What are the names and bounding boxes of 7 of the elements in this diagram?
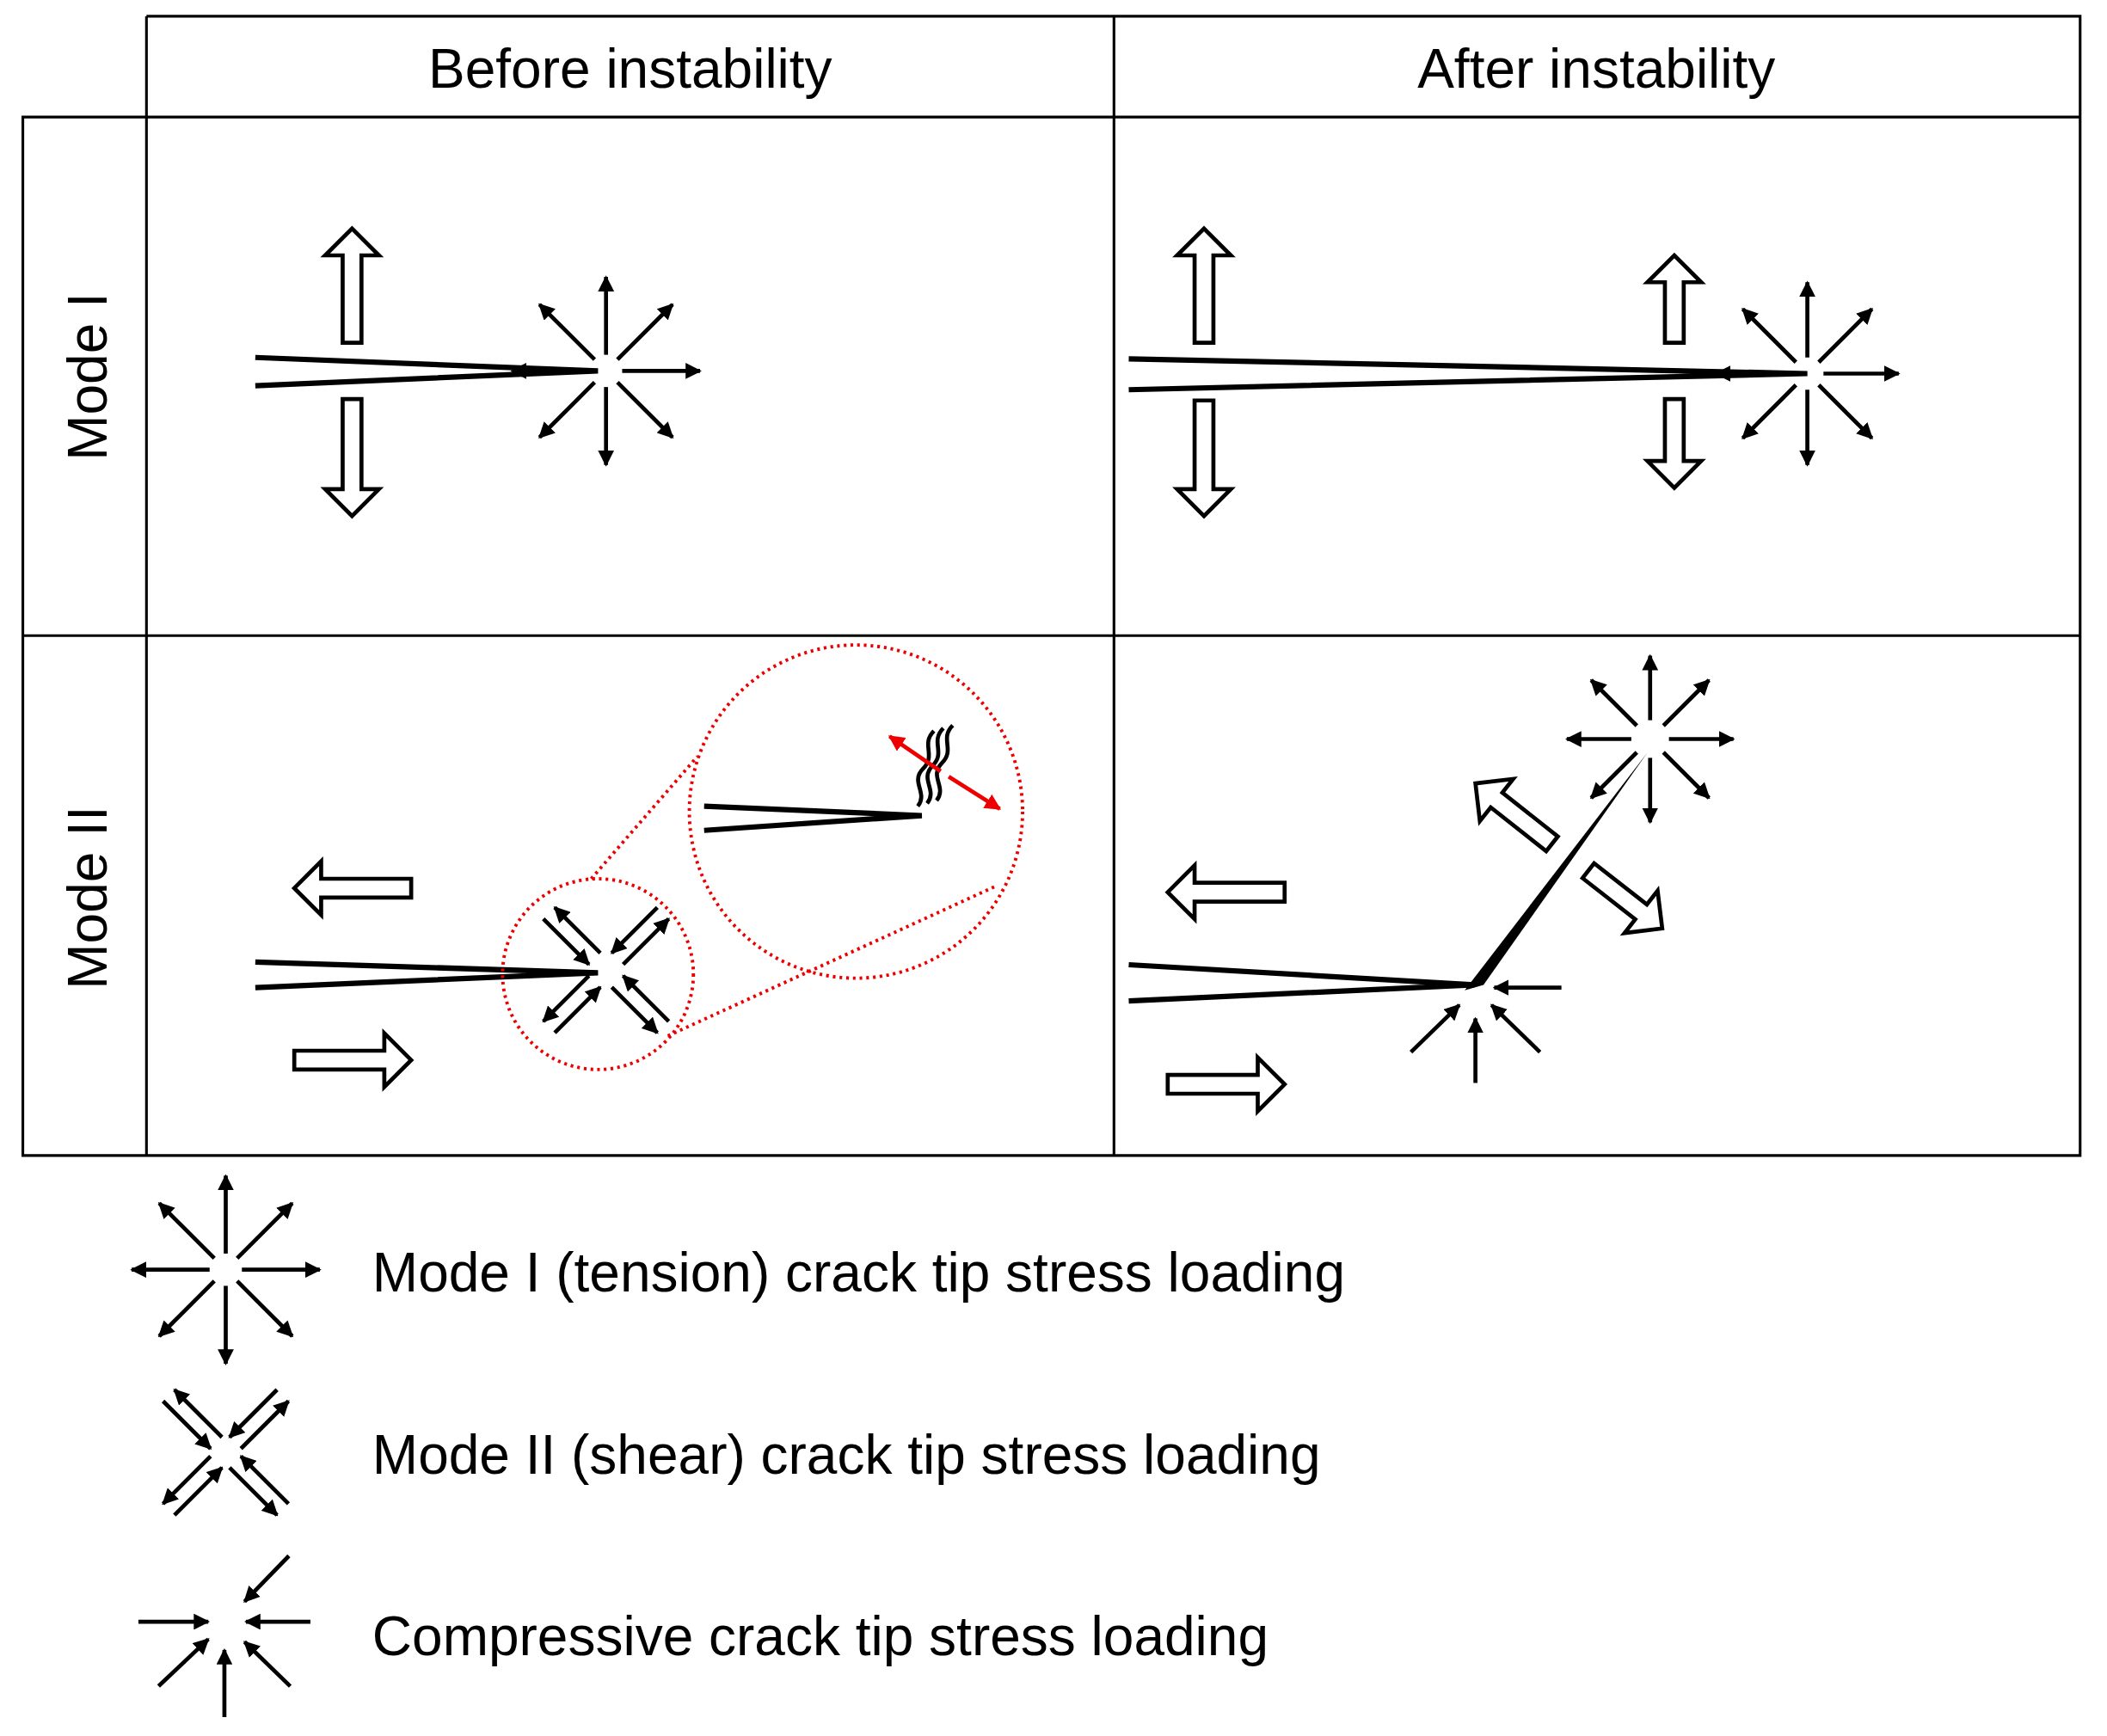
- legend-text: Compressive crack tip stress loading: [372, 1605, 1268, 1667]
- row-header: Mode I: [57, 291, 118, 461]
- row-header: Mode II: [57, 806, 118, 990]
- column-header: Before instability: [428, 38, 832, 99]
- legend-text: Mode II (shear) crack tip stress loading: [372, 1425, 1321, 1486]
- column-header: After instability: [1417, 38, 1776, 99]
- legend-text: Mode I (tension) crack tip stress loading: [372, 1242, 1345, 1303]
